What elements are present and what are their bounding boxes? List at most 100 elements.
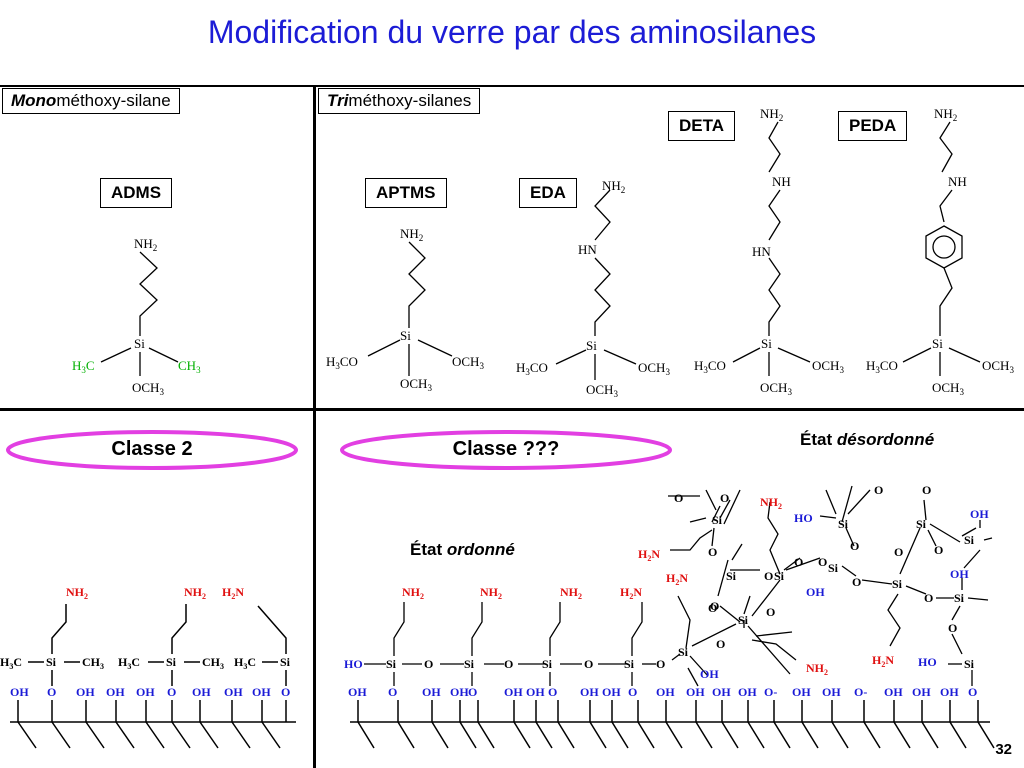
- svg-text:H2N: H2N: [666, 571, 688, 587]
- eda-hn: HN: [578, 242, 597, 257]
- svg-text:CH3: CH3: [82, 655, 104, 671]
- svg-text:O: O: [468, 685, 477, 699]
- svg-text:H2N: H2N: [222, 585, 244, 601]
- svg-text:O: O: [656, 657, 665, 671]
- svg-text:OH: OH: [602, 685, 621, 699]
- adms-h3c: H3C: [72, 358, 95, 375]
- svg-text:O: O: [47, 685, 56, 699]
- svg-text:O: O: [548, 685, 557, 699]
- svg-text:OH: OH: [422, 685, 441, 699]
- svg-text:O: O: [167, 685, 176, 699]
- svg-text:OH: OH: [526, 685, 545, 699]
- ordered-state-label: État ordonné: [410, 540, 515, 560]
- aptms-label: APTMS: [365, 178, 447, 208]
- svg-text:NH2: NH2: [402, 585, 424, 601]
- svg-text:H2N: H2N: [638, 547, 660, 563]
- svg-text:OH: OH: [10, 685, 29, 699]
- deta-och3: OCH3: [812, 358, 844, 375]
- molecular-structures: NH2 Si H3C CH3 OCH3 NH2 Si H3CO OCH3 OCH…: [72, 106, 1014, 399]
- svg-text:Si: Si: [678, 645, 689, 659]
- eda-label: EDA: [519, 178, 577, 208]
- svg-text:OH: OH: [738, 685, 757, 699]
- svg-text:O: O: [894, 545, 903, 559]
- deta-h3co: H3CO: [694, 358, 726, 375]
- svg-text:O-: O-: [854, 685, 867, 699]
- svg-text:Si: Si: [738, 613, 749, 627]
- svg-text:Si: Si: [712, 513, 723, 527]
- svg-text:NH2: NH2: [480, 585, 502, 601]
- svg-text:OH: OH: [656, 685, 675, 699]
- svg-text:Si: Si: [838, 517, 849, 531]
- svg-text:Si: Si: [542, 657, 553, 671]
- svg-text:O: O: [968, 685, 977, 699]
- disordered-state-label: État désordonné: [800, 430, 934, 450]
- svg-text:O: O: [504, 657, 513, 671]
- aptms-h3co: H3CO: [326, 354, 358, 371]
- svg-text:Si: Si: [726, 569, 737, 583]
- svg-text:OH: OH: [580, 685, 599, 699]
- aptms-och3: OCH3: [452, 354, 484, 371]
- tri-prefix: Tri: [327, 91, 349, 110]
- deta-hn: HN: [752, 244, 771, 259]
- svg-text:Si: Si: [624, 657, 635, 671]
- svg-text:Si: Si: [954, 591, 965, 605]
- svg-text:OH: OH: [884, 685, 903, 699]
- svg-text:OH: OH: [224, 685, 243, 699]
- svg-text:Si: Si: [892, 577, 903, 591]
- svg-text:O: O: [852, 575, 861, 589]
- svg-text:OH: OH: [792, 685, 811, 699]
- svg-text:O: O: [948, 621, 957, 635]
- svg-text:OH: OH: [192, 685, 211, 699]
- adms-label: ADMS: [100, 178, 173, 208]
- svg-text:O: O: [628, 685, 637, 699]
- class-unknown-label: Classe ???: [452, 438, 560, 460]
- svg-text:Si: Si: [774, 569, 785, 583]
- deta-label: DETA: [668, 111, 736, 141]
- svg-text:OH: OH: [348, 685, 367, 699]
- svg-text:OH: OH: [136, 685, 155, 699]
- svg-text:O: O: [720, 491, 729, 505]
- svg-text:Si: Si: [166, 655, 177, 669]
- svg-text:H2N: H2N: [620, 585, 642, 601]
- peda-label: PEDA: [838, 111, 908, 141]
- eda-si: Si: [586, 338, 597, 353]
- class-2-label: Classe 2: [111, 438, 193, 460]
- svg-text:OH: OH: [700, 667, 719, 681]
- svg-text:NH2: NH2: [806, 661, 828, 677]
- svg-text:O: O: [924, 591, 933, 605]
- svg-text:O: O: [874, 483, 883, 497]
- peda-nh2: NH2: [934, 106, 957, 123]
- svg-text:O: O: [708, 601, 717, 615]
- class-2-oval: [6, 430, 298, 470]
- svg-text:H3C: H3C: [234, 655, 256, 671]
- svg-text:OH: OH: [504, 685, 523, 699]
- svg-text:Si: Si: [386, 657, 397, 671]
- eda-och3-bottom: OCH3: [586, 382, 618, 399]
- aptms-nh2: NH2: [400, 226, 423, 243]
- svg-text:H2N: H2N: [872, 653, 894, 669]
- svg-text:H3C: H3C: [118, 655, 140, 671]
- disordered-italic: désordonné: [836, 430, 935, 449]
- svg-text:OH: OH: [940, 685, 959, 699]
- peda-si: Si: [932, 336, 943, 351]
- svg-text:O: O: [818, 555, 827, 569]
- svg-text:CH3: CH3: [202, 655, 224, 671]
- svg-text:OH: OH: [950, 567, 969, 581]
- svg-text:OH: OH: [912, 685, 931, 699]
- aptms-si: Si: [400, 328, 411, 343]
- svg-text:HO: HO: [918, 655, 937, 669]
- svg-text:OH: OH: [252, 685, 271, 699]
- mono-methoxy-label: Monométhoxy-silane: [2, 88, 180, 114]
- aptms-och3-bottom: OCH3: [400, 376, 432, 393]
- deta-si: Si: [761, 336, 772, 351]
- svg-text:Si: Si: [964, 657, 975, 671]
- svg-text:H3C: H3C: [0, 655, 22, 671]
- disordered-prefix: État: [800, 430, 833, 449]
- svg-text:O: O: [710, 599, 719, 613]
- svg-text:O: O: [388, 685, 397, 699]
- svg-text:Si: Si: [280, 655, 291, 669]
- svg-text:HO: HO: [344, 657, 363, 671]
- peda-nh: NH: [948, 174, 967, 189]
- svg-text:O: O: [584, 657, 593, 671]
- middle-divider: [0, 408, 1024, 411]
